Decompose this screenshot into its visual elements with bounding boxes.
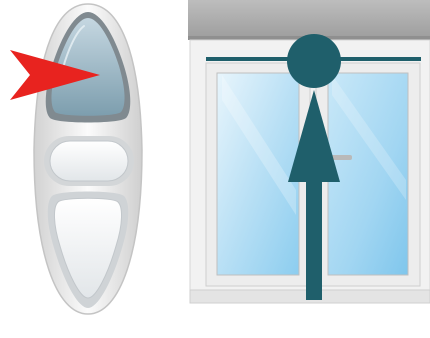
stop-button-face <box>50 141 128 181</box>
remote-control <box>34 4 142 314</box>
indicator-shaft <box>306 170 322 300</box>
roller-housing <box>188 0 430 38</box>
stop-button[interactable] <box>44 136 134 186</box>
footer-caption <box>0 318 430 333</box>
indicator-knob <box>287 34 341 88</box>
window-scene <box>188 0 430 303</box>
